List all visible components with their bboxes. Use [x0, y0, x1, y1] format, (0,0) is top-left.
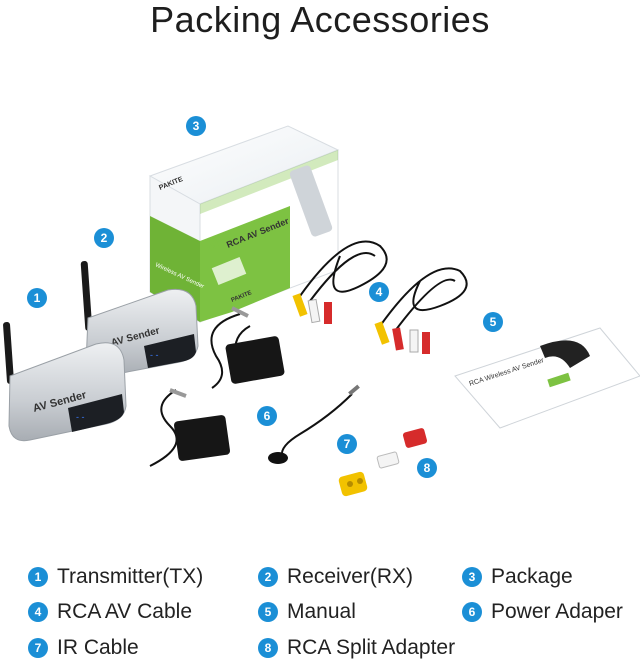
transmitter-device: - - AV Sender — [3, 321, 127, 442]
svg-text:- -: - - — [76, 412, 85, 422]
ir-cable — [268, 384, 360, 464]
rca-cable-1 — [292, 240, 388, 324]
legend-number: 3 — [462, 567, 482, 587]
legend-item-manual: 5 Manual — [258, 598, 356, 626]
legend-number: 6 — [462, 602, 482, 622]
badge-rca-cable: 4 — [369, 282, 389, 302]
legend-label: IR Cable — [57, 636, 139, 659]
legend-number: 8 — [258, 638, 278, 658]
legend-number: 7 — [28, 638, 48, 658]
legend-label: Transmitter(TX) — [57, 565, 204, 588]
badge-ir-cable: 7 — [337, 434, 357, 454]
rca-split-adapter — [338, 428, 428, 497]
legend-item-transmitter: 1 Transmitter(TX) — [28, 563, 203, 591]
badge-rca-split-adapter: 8 — [417, 458, 437, 478]
legend-label: Power Adaper — [491, 600, 623, 623]
legend-label: RCA Split Adapter — [287, 636, 456, 659]
legend-number: 2 — [258, 567, 278, 587]
power-adapter-1 — [210, 306, 285, 389]
legend-number: 5 — [258, 602, 278, 622]
badge-package: 3 — [186, 116, 206, 136]
badge-transmitter: 1 — [27, 288, 47, 308]
legend-number: 4 — [28, 602, 48, 622]
legend-item-ir-cable: 7 IR Cable — [28, 634, 139, 662]
badge-power-adapter: 6 — [257, 406, 277, 426]
badge-manual: 5 — [483, 312, 503, 332]
legend-label: Manual — [287, 600, 356, 623]
power-adapter-2 — [149, 388, 231, 467]
legend-label: Receiver(RX) — [287, 565, 414, 588]
legend-item-package: 3 Package — [462, 563, 573, 591]
legend-label: RCA AV Cable — [57, 600, 193, 623]
legend-item-rca-cable: 4 RCA AV Cable — [28, 598, 192, 626]
svg-text:- -: - - — [150, 350, 159, 360]
legend-item-rca-split-adapter: 8 RCA Split Adapter — [258, 634, 455, 662]
badge-receiver: 2 — [94, 228, 114, 248]
accessory-legend: 1 Transmitter(TX) 2 Receiver(RX) 3 Packa… — [0, 560, 640, 660]
rca-cable-2 — [374, 267, 468, 354]
legend-item-receiver: 2 Receiver(RX) — [258, 563, 413, 591]
legend-number: 1 — [28, 567, 48, 587]
legend-item-power-adapter: 6 Power Adaper — [462, 598, 623, 626]
manual: RCA Wireless AV Sender — [454, 327, 640, 429]
product-photo: PAKITE Wireless RCA AV Sender Wireless A… — [3, 125, 640, 497]
page-title: Packing Accessories — [150, 0, 490, 40]
legend-label: Package — [491, 565, 573, 588]
